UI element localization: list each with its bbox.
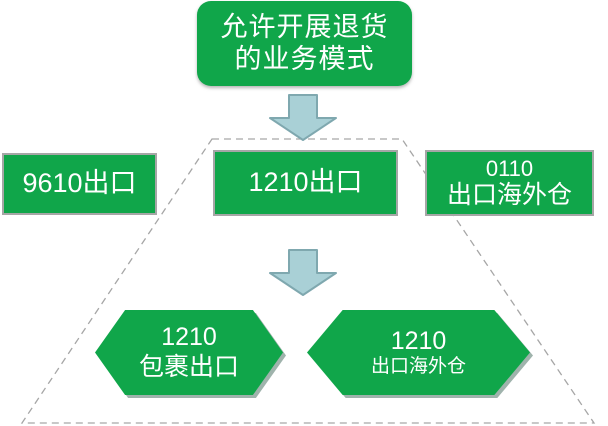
hexagon-1210-parcel-export: 1210 包裹出口 <box>95 310 283 395</box>
hexagon-1210-overseas-warehouse: 1210 出口海外仓 <box>307 310 530 395</box>
box-1210-export: 1210出口 <box>213 150 398 216</box>
title-box: 允许开展退货 的业务模式 <box>197 1 412 86</box>
hexagon-1210-parcel-export-code: 1210 <box>161 323 217 351</box>
hexagon-1210-parcel-export-label: 包裹出口 <box>138 352 239 381</box>
box-0110-label: 出口海外仓 <box>446 181 572 210</box>
arrow-middle-to-bottom-icon <box>269 249 337 296</box>
box-1210-export-label: 1210出口 <box>248 167 363 198</box>
box-0110-code: 0110 <box>485 155 534 181</box>
title-box-line-1: 允许开展退货 <box>220 12 389 43</box>
box-9610-export: 9610出口 <box>2 153 157 215</box>
box-0110-overseas-warehouse: 0110 出口海外仓 <box>425 150 594 216</box>
hexagon-1210-overseas-warehouse-label: 出口海外仓 <box>370 356 466 378</box>
box-9610-export-label: 9610出口 <box>22 168 137 199</box>
hexagon-1210-overseas-warehouse-code: 1210 <box>390 326 447 355</box>
title-box-line-2: 的业务模式 <box>234 43 375 74</box>
arrow-title-to-middle-icon <box>269 94 337 141</box>
